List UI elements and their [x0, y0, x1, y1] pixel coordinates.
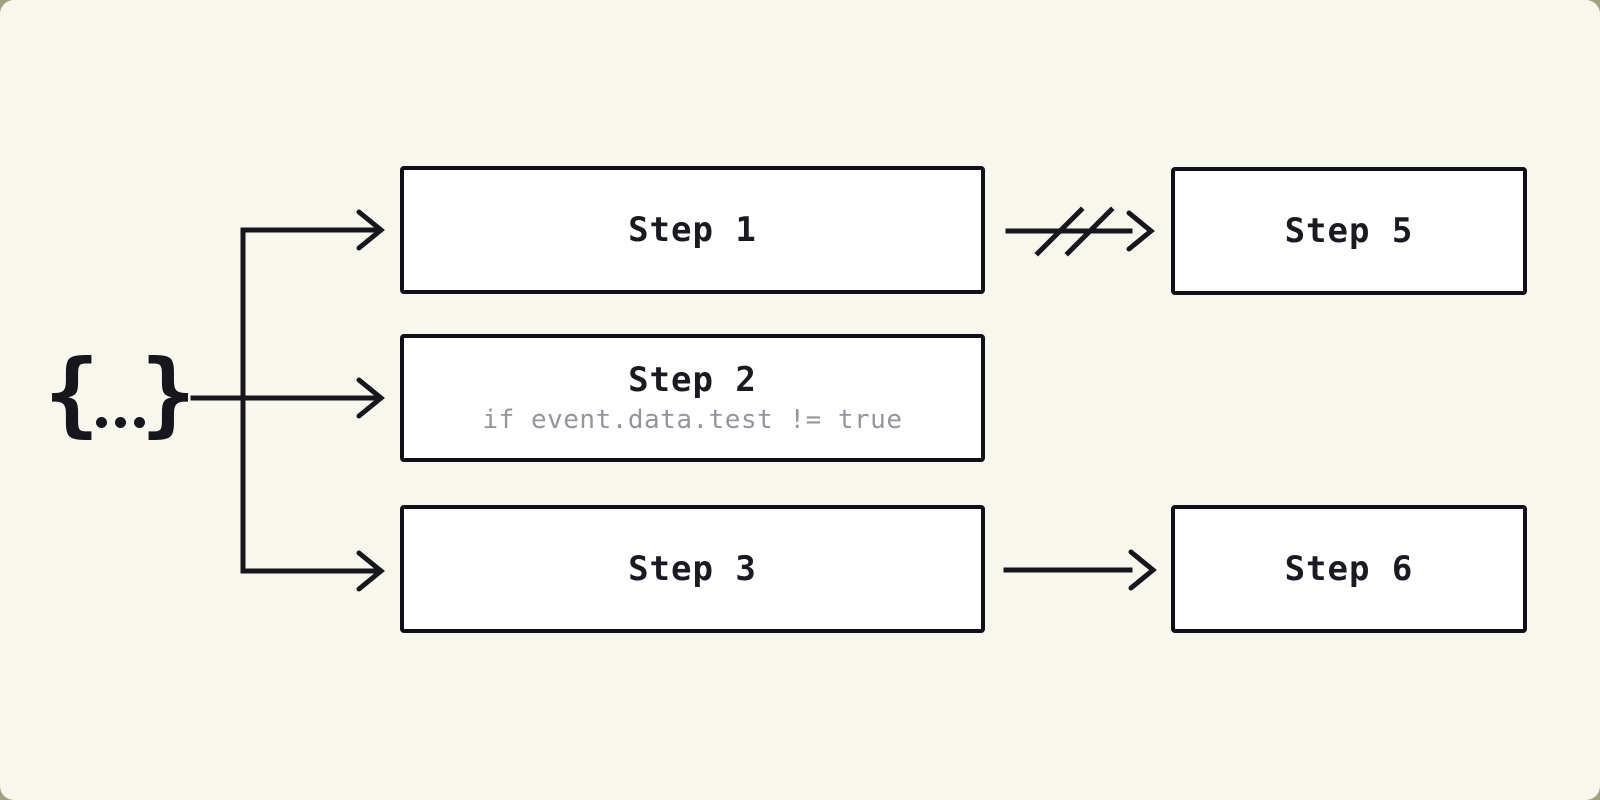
- right-brace-icon: }: [140, 340, 196, 447]
- step-node-step3[interactable]: Step 3: [400, 505, 985, 633]
- step-label: Step 2: [628, 360, 757, 400]
- event-trigger-node[interactable]: { }: [44, 348, 196, 448]
- cancel-slash-icon: [1064, 206, 1115, 257]
- step-label: Step 3: [628, 549, 757, 589]
- connector-step3-step6: [1003, 549, 1157, 591]
- step-node-step6[interactable]: Step 6: [1171, 505, 1527, 633]
- step-node-step1[interactable]: Step 1: [400, 166, 985, 294]
- cancel-slash-icon: [1034, 206, 1085, 257]
- step-label: Step 5: [1284, 211, 1414, 251]
- left-brace-icon: {: [44, 340, 100, 447]
- step-label: Step 1: [628, 210, 757, 250]
- connector-step1-step5-cancelled: [1005, 206, 1155, 257]
- step-node-step5[interactable]: Step 5: [1171, 167, 1527, 295]
- step-condition: if event.data.test != true: [482, 405, 903, 435]
- step-label: Step 6: [1284, 549, 1414, 589]
- connector-trigger-fanout: [190, 209, 385, 592]
- ellipsis-dots-icon: [90, 416, 151, 428]
- step-node-step2[interactable]: Step 2 if event.data.test != true: [400, 334, 985, 462]
